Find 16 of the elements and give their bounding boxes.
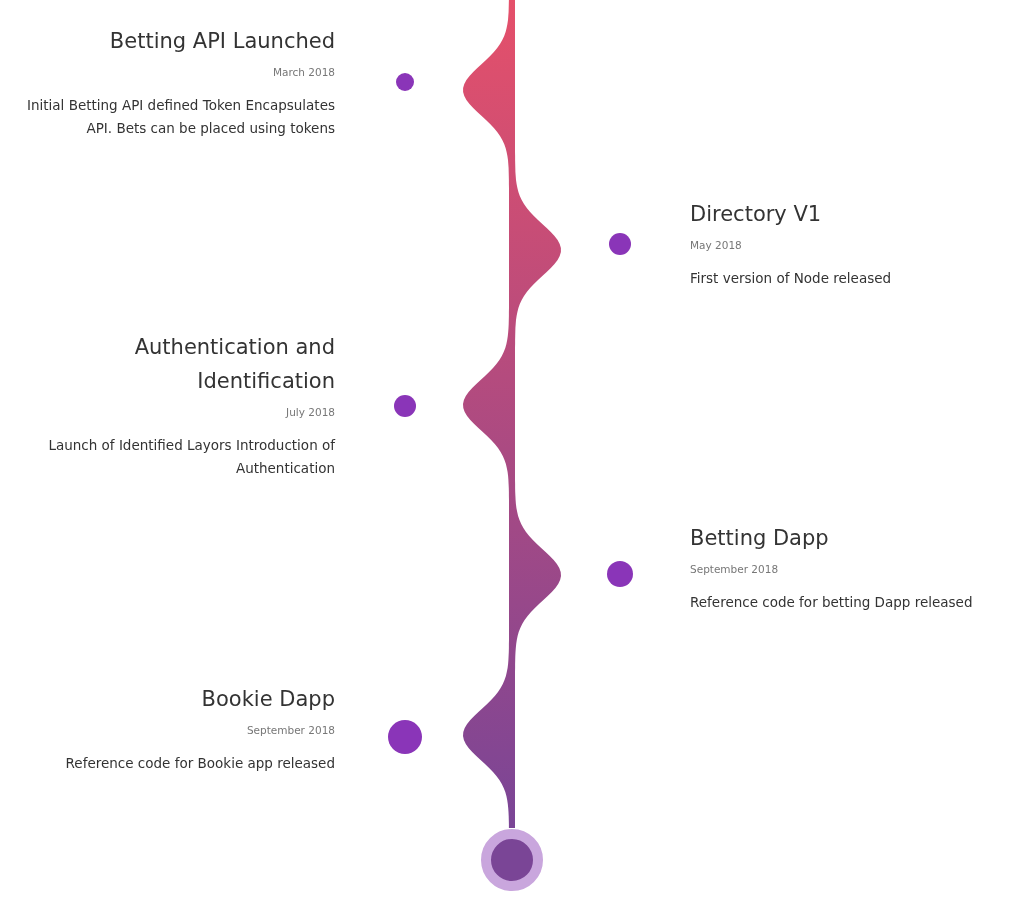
event-title: Bookie Dapp [200, 686, 335, 713]
event-date: July 2018 [284, 406, 335, 418]
event-title: Authentication and Identification [133, 334, 335, 395]
event-date: September 2018 [245, 724, 335, 736]
event-description: Reference code for betting Dapp released [690, 593, 974, 612]
event-title: Betting Dapp [690, 525, 830, 552]
event-date: September 2018 [690, 563, 780, 575]
event-date: May 2018 [690, 239, 743, 251]
event-description: First version of Node released [690, 269, 893, 288]
event-description: Reference code for Bookie app released [64, 754, 335, 773]
event-title: Directory V1 [690, 201, 823, 228]
event-description: Launch of Identified Layors Introduction of Authentication [47, 436, 335, 478]
event-description: Initial Betting API defined Token Encapsulates API. Bets can be placed using tokens [26, 96, 335, 138]
timeline-spine [463, 0, 561, 828]
event-date: March 2018 [271, 66, 335, 78]
event-title: Betting API Launched [108, 28, 335, 55]
